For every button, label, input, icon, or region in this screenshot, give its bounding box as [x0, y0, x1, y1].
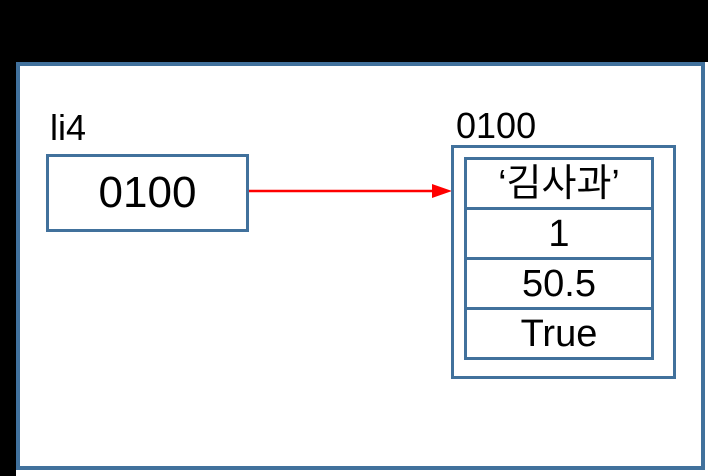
black-band-top: [0, 0, 708, 62]
variable-name-label: li4: [50, 107, 87, 148]
black-band-left: [0, 0, 16, 476]
memory-value-cell-int: 1: [464, 207, 654, 260]
memory-value-cell-float: 50.5: [464, 257, 654, 310]
memory-values-table: ‘김사과’ 1 50.5 True: [464, 157, 654, 360]
table-row: ‘김사과’: [464, 157, 654, 210]
memory-value-cell-string: ‘김사과’: [464, 157, 654, 210]
reference-arrow-icon: [249, 184, 452, 198]
memory-value-cell-bool: True: [464, 307, 654, 360]
variable-value-box: 0100: [46, 154, 249, 232]
memory-object-box: ‘김사과’ 1 50.5 True: [451, 145, 676, 379]
memory-address-label: 0100: [456, 105, 537, 146]
variable-value-text: 0100: [98, 168, 197, 217]
table-row: True: [464, 307, 654, 360]
diagram-panel: li4 0100 0100 ‘김사과’ 1 50.5: [16, 62, 705, 470]
table-row: 1: [464, 207, 654, 260]
table-row: 50.5: [464, 257, 654, 310]
